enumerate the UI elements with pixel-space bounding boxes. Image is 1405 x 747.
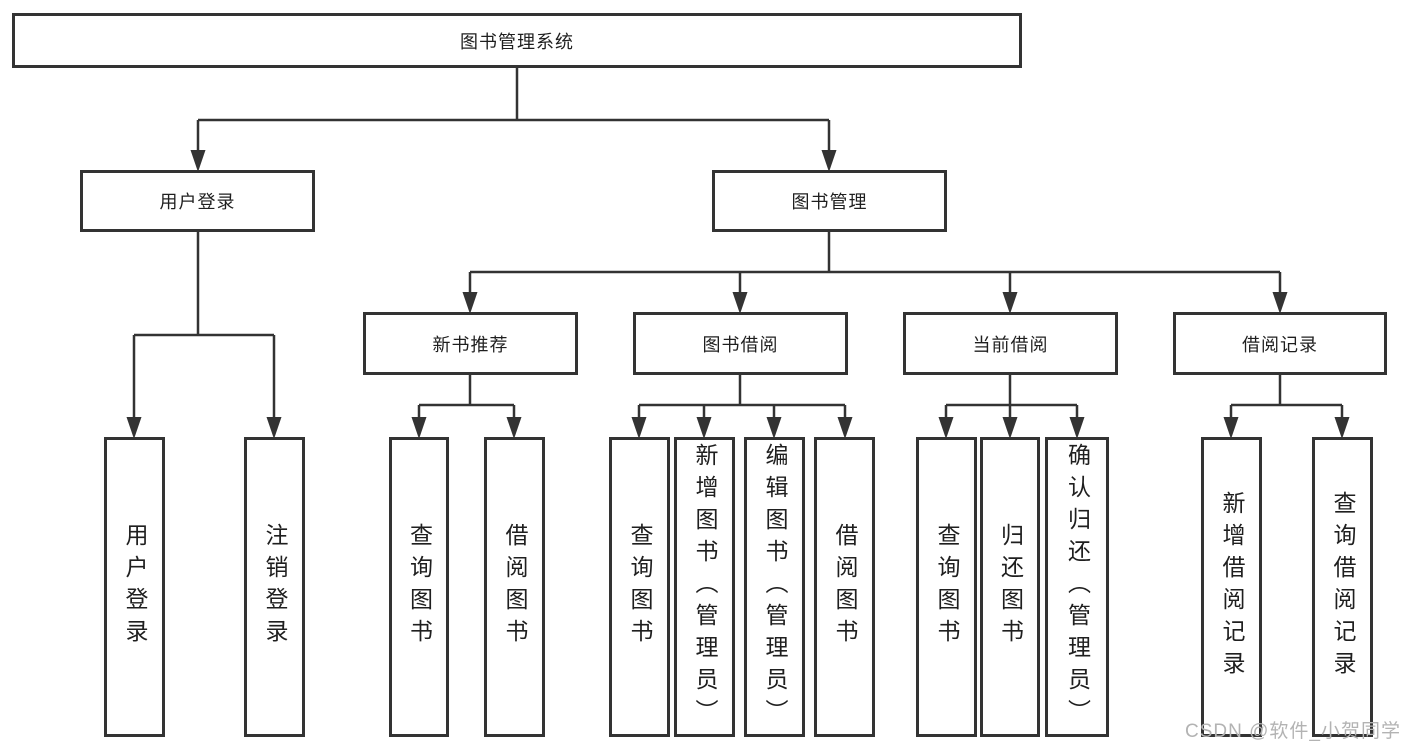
connector-root [196,68,831,153]
leaf-user-login: 用户登录 [104,437,165,737]
connector-user-login [132,232,276,420]
leaf-logout-login: 注销登录 [244,437,305,737]
node-new-book-recommend: 新书推荐 [363,312,578,375]
leaf-return-book: 归还图书 [980,437,1040,737]
leaf-edit-book-admin: 编辑图书（管理员） [744,437,805,737]
csdn-watermark: CSDN @软件_小贺同学 [1185,721,1401,742]
node-book-management: 图书管理 [712,170,947,232]
connector-book-borrow [637,375,847,420]
node-borrow-record: 借阅记录 [1173,312,1387,375]
leaf-borrow-book: 借阅图书 [814,437,875,737]
leaf-query-book-borrow: 查询图书 [609,437,670,737]
leaf-confirm-return-admin: 确认归还（管理员） [1045,437,1109,737]
connector-book-management [468,232,1282,296]
leaf-add-borrow-record: 新增借阅记录 [1201,437,1262,737]
leaf-borrow-book-recommend: 借阅图书 [484,437,545,737]
connector-current-borrow [944,375,1079,420]
node-root-library-system: 图书管理系统 [12,13,1022,68]
connector-borrow-record [1229,375,1344,420]
connector-new-book-recommend [417,375,516,420]
leaf-query-book-recommend: 查询图书 [389,437,449,737]
node-book-borrow: 图书借阅 [633,312,848,375]
node-user-login: 用户登录 [80,170,315,232]
node-current-borrow: 当前借阅 [903,312,1118,375]
leaf-add-book-admin: 新增图书（管理员） [674,437,735,737]
leaf-query-book-current: 查询图书 [916,437,977,737]
leaf-query-borrow-record: 查询借阅记录 [1312,437,1373,737]
